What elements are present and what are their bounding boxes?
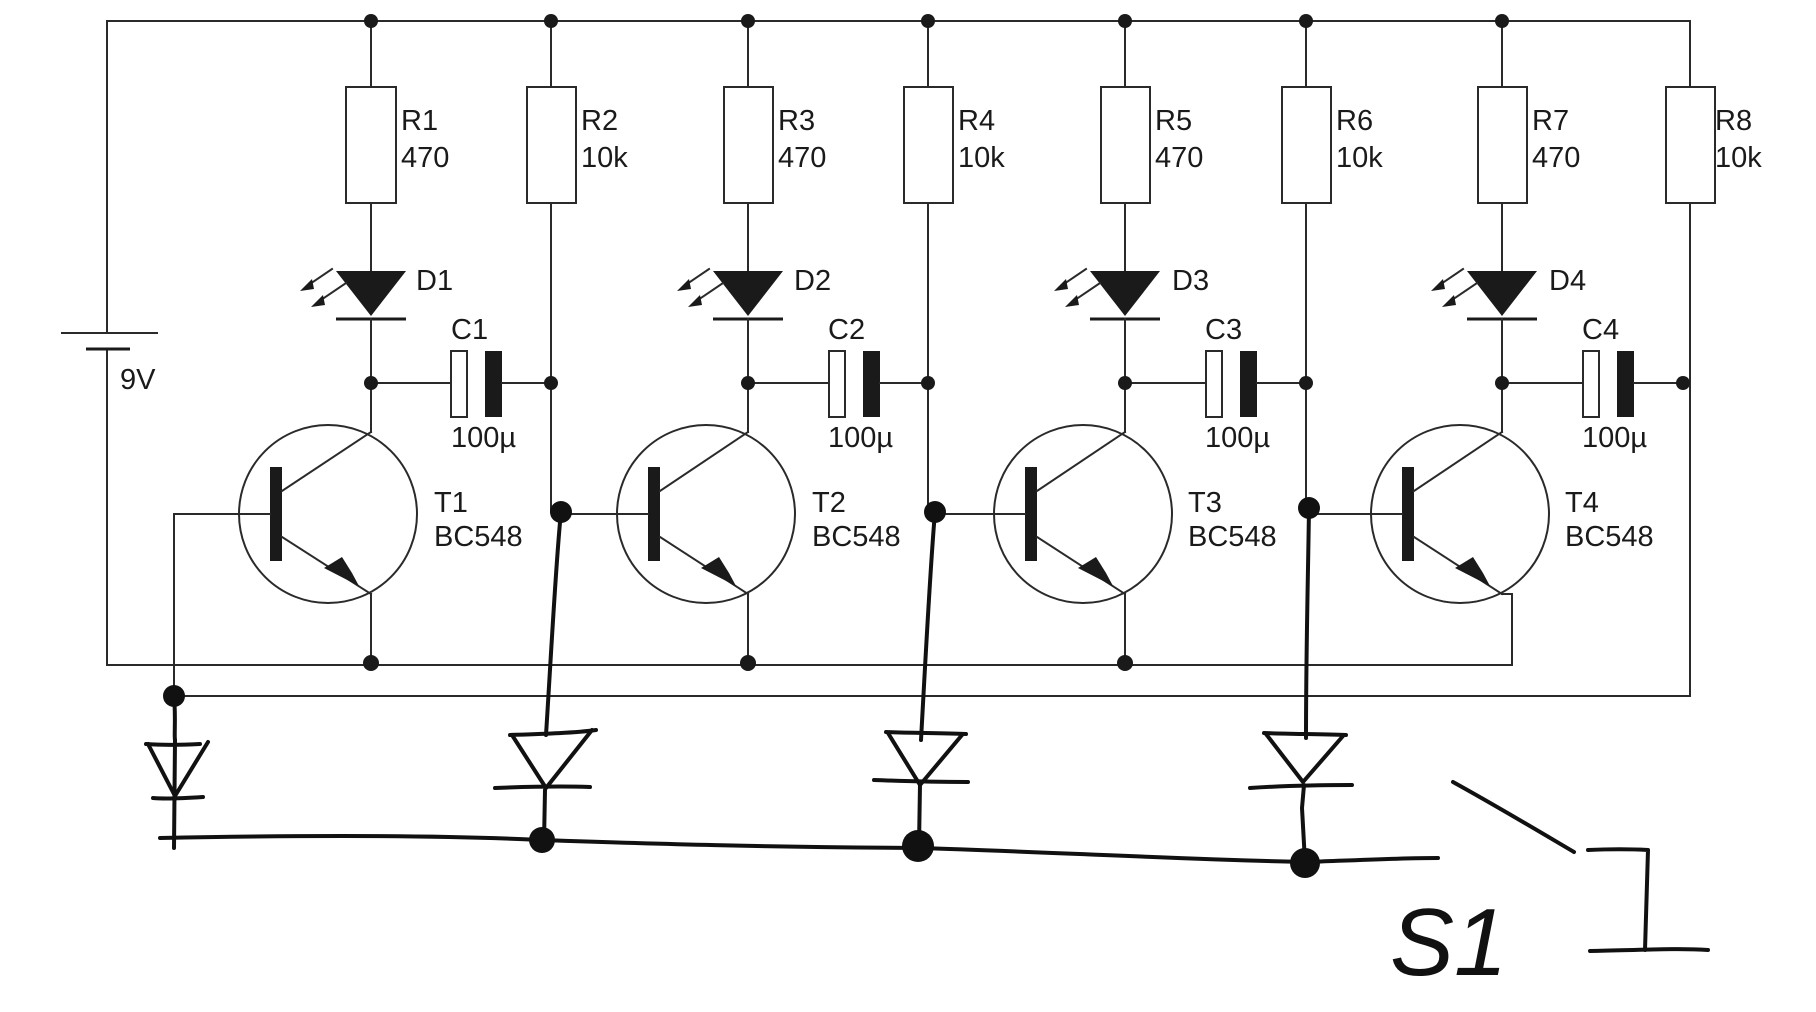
resistor-r7-value: 470 bbox=[1532, 142, 1580, 174]
resistor-r1-ref: R1 bbox=[401, 105, 438, 137]
resistor-r5-value: 470 bbox=[1155, 142, 1203, 174]
capacitor-c1-plus-plate bbox=[450, 350, 468, 418]
resistor-r3 bbox=[723, 86, 774, 204]
transistor-t4-part: BC548 bbox=[1565, 521, 1654, 553]
resistor-r5-ref: R5 bbox=[1155, 105, 1192, 137]
capacitor-c4-ref: C4 bbox=[1582, 314, 1619, 346]
led-d2-ref: D2 bbox=[794, 265, 831, 297]
capacitor-c3-minus-plate bbox=[1240, 351, 1257, 417]
led-d4 bbox=[1431, 267, 1537, 321]
stage-2: R3 470 D2 C2 100µ R4 10k T2 bbox=[559, 20, 1005, 666]
transistor-t3-ref: T3 bbox=[1188, 487, 1222, 519]
stage-4: R7 470 D4 C4 100µ R8 10k T4 BC548 bbox=[1311, 20, 1762, 666]
transistor-t3-part: BC548 bbox=[1188, 521, 1277, 553]
led-d1 bbox=[300, 267, 406, 321]
capacitor-c1-value: 100µ bbox=[451, 422, 516, 454]
resistor-r8-value: 10k bbox=[1715, 142, 1762, 174]
stage-1: R1 470 D1 C1 100µ R2 10k bbox=[173, 20, 628, 697]
resistor-r8-ref: R8 bbox=[1715, 105, 1752, 137]
resistor-r4-value: 10k bbox=[958, 142, 1005, 174]
diode-1 bbox=[144, 738, 210, 850]
led-d2 bbox=[677, 267, 783, 321]
battery: 9V bbox=[61, 332, 158, 396]
transistor-t2 bbox=[616, 424, 796, 604]
led-d3 bbox=[1054, 267, 1160, 321]
transistor-t2-part: BC548 bbox=[812, 521, 901, 553]
transistor-t4-ref: T4 bbox=[1565, 487, 1599, 519]
capacitor-c4-value: 100µ bbox=[1582, 422, 1647, 454]
capacitor-c3-plus-plate bbox=[1205, 350, 1223, 418]
capacitor-c3-ref: C3 bbox=[1205, 314, 1242, 346]
capacitor-c2-value: 100µ bbox=[828, 422, 893, 454]
resistor-r5 bbox=[1100, 86, 1151, 204]
resistor-r7-ref: R7 bbox=[1532, 105, 1569, 137]
junction-dots bbox=[363, 14, 1690, 671]
led-d1-ref: D1 bbox=[416, 265, 453, 297]
capacitor-c2-plus-plate bbox=[828, 350, 846, 418]
stage-3: R5 470 D3 C3 100µ R6 10k T3 bbox=[935, 20, 1383, 666]
resistor-r8 bbox=[1665, 86, 1716, 204]
hand-drawn-diode-network bbox=[144, 497, 1440, 878]
capacitor-c1-ref: C1 bbox=[451, 314, 488, 346]
resistor-r1-value: 470 bbox=[401, 142, 449, 174]
diode-3 bbox=[872, 730, 970, 848]
resistor-r1 bbox=[345, 86, 397, 204]
capacitor-c1-minus-plate bbox=[485, 351, 502, 417]
capacitor-c4-plus-plate bbox=[1582, 350, 1600, 418]
capacitor-c3-value: 100µ bbox=[1205, 422, 1270, 454]
resistor-r4-ref: R4 bbox=[958, 105, 995, 137]
transistor-t2-ref: T2 bbox=[812, 487, 846, 519]
switch-s1-label: S1 bbox=[1390, 889, 1507, 996]
resistor-r6-value: 10k bbox=[1336, 142, 1383, 174]
capacitor-c4-minus-plate bbox=[1617, 351, 1634, 417]
resistor-r2-ref: R2 bbox=[581, 105, 618, 137]
resistor-r2 bbox=[526, 86, 577, 204]
transistor-t1-part: BC548 bbox=[434, 521, 523, 553]
transistor-t1-ref: T1 bbox=[434, 487, 468, 519]
diode-2 bbox=[493, 728, 598, 844]
resistor-r3-ref: R3 bbox=[778, 105, 815, 137]
resistor-r7 bbox=[1477, 86, 1528, 204]
resistor-r6-ref: R6 bbox=[1336, 105, 1373, 137]
resistor-r3-value: 470 bbox=[778, 142, 826, 174]
switch-s1: S1 bbox=[1390, 780, 1710, 996]
resistor-r6 bbox=[1281, 86, 1332, 204]
led-d3-ref: D3 bbox=[1172, 265, 1209, 297]
transistor-t3 bbox=[993, 424, 1173, 604]
resistor-r4 bbox=[903, 86, 954, 204]
resistor-r2-value: 10k bbox=[581, 142, 628, 174]
capacitor-c2-minus-plate bbox=[863, 351, 880, 417]
diode-4 bbox=[1248, 731, 1354, 864]
led-d4-ref: D4 bbox=[1549, 265, 1586, 297]
battery-voltage-label: 9V bbox=[120, 364, 156, 396]
capacitor-c2-ref: C2 bbox=[828, 314, 865, 346]
